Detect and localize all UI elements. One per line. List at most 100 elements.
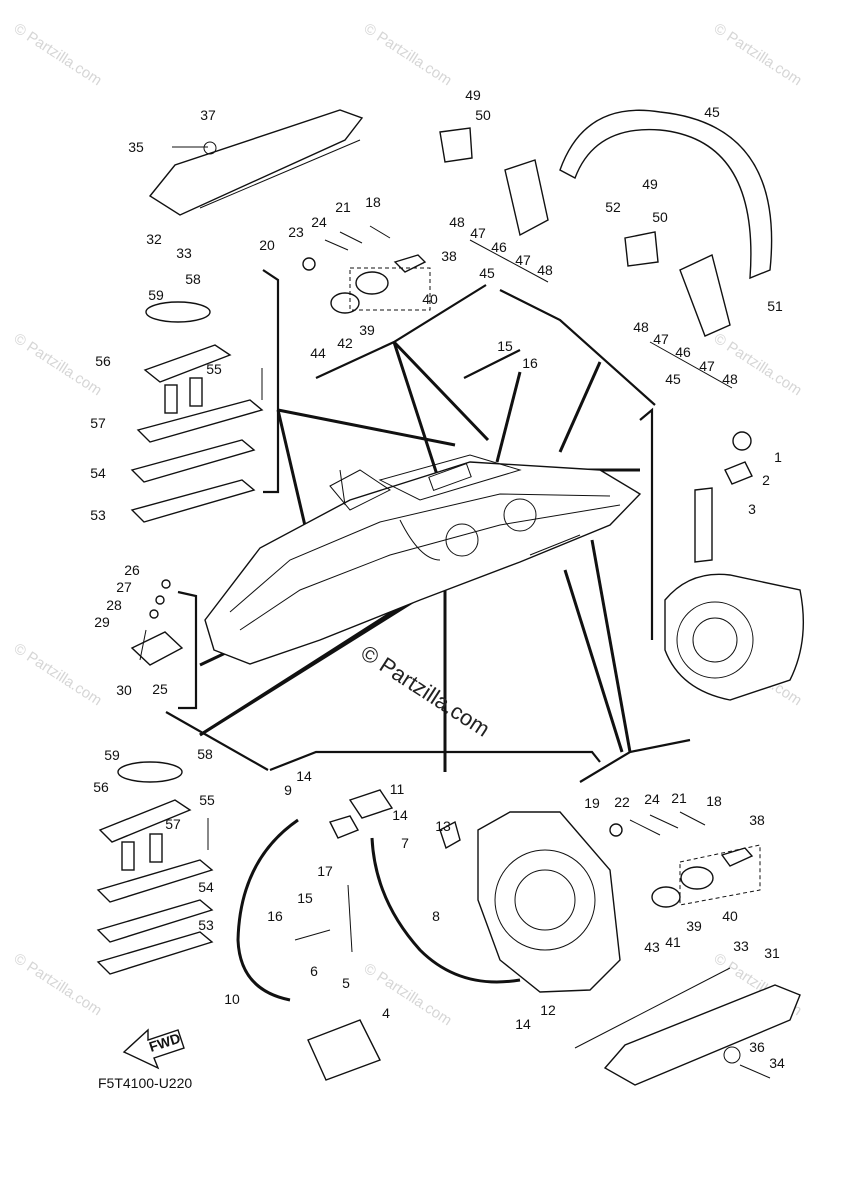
callout-48: 48	[633, 319, 649, 335]
callout-59: 59	[104, 747, 120, 763]
callout-58: 58	[185, 271, 201, 287]
callout-54: 54	[90, 465, 106, 481]
callout-46: 46	[675, 344, 691, 360]
pump-housing-lower	[477, 811, 621, 993]
callout-49: 49	[642, 176, 658, 192]
callout-43: 43	[644, 939, 660, 955]
callout-5: 5	[342, 975, 350, 991]
cleat-assembly-lower-right	[609, 811, 761, 908]
callout-26: 26	[124, 562, 140, 578]
callout-7: 7	[401, 835, 409, 851]
clamp-parts-left	[130, 579, 184, 666]
callout-3: 3	[748, 501, 756, 517]
callout-32: 32	[146, 231, 162, 247]
callout-36: 36	[749, 1039, 765, 1055]
callout-51: 51	[767, 298, 783, 314]
callout-30: 30	[116, 682, 132, 698]
callout-13: 13	[435, 818, 451, 834]
callout-52: 52	[605, 199, 621, 215]
callout-57: 57	[90, 415, 106, 431]
callout-50: 50	[652, 209, 668, 225]
callout-39: 39	[359, 322, 375, 338]
callout-39: 39	[686, 918, 702, 934]
diagram-code: F5T4100-U220	[98, 1075, 193, 1091]
callout-38: 38	[749, 812, 765, 828]
callout-22: 22	[614, 794, 630, 810]
grab-handle	[439, 109, 773, 389]
callout-23: 23	[288, 224, 304, 240]
callout-24: 24	[311, 214, 327, 230]
callout-33: 33	[733, 938, 749, 954]
callout-37: 37	[200, 107, 216, 123]
watercraft-hull	[204, 454, 642, 665]
callout-56: 56	[95, 353, 111, 369]
rail-lower-right	[574, 967, 801, 1086]
callout-4: 4	[382, 1005, 390, 1021]
callout-56: 56	[93, 779, 109, 795]
callout-8: 8	[432, 908, 440, 924]
callout-17: 17	[317, 863, 333, 879]
cleat-assembly-upper	[302, 225, 431, 314]
callout-49: 49	[465, 87, 481, 103]
callout-38: 38	[441, 248, 457, 264]
callout-55: 55	[199, 792, 215, 808]
callout-19: 19	[584, 795, 600, 811]
callout-57: 57	[165, 816, 181, 832]
callout-1: 1	[774, 449, 782, 465]
callout-9: 9	[284, 782, 292, 798]
callout-47: 47	[470, 225, 486, 241]
callout-45: 45	[704, 104, 720, 120]
callout-11: 11	[390, 781, 405, 797]
callout-29: 29	[94, 614, 110, 630]
callout-55: 55	[206, 361, 222, 377]
callout-15: 15	[297, 890, 313, 906]
callout-2: 2	[762, 472, 770, 488]
callout-40: 40	[422, 291, 438, 307]
callout-15: 15	[497, 338, 513, 354]
callout-54: 54	[198, 879, 214, 895]
rail-upper-left	[148, 109, 364, 216]
cleat-set-lower-left	[96, 761, 214, 975]
callout-53: 53	[198, 917, 214, 933]
callout-50: 50	[475, 107, 491, 123]
pointer-arrows	[199, 340, 640, 772]
callout-14: 14	[515, 1016, 531, 1032]
callout-6: 6	[310, 963, 318, 979]
callout-47: 47	[699, 358, 715, 374]
callout-45: 45	[665, 371, 681, 387]
callout-58: 58	[197, 746, 213, 762]
callout-24: 24	[644, 791, 660, 807]
callout-48: 48	[449, 214, 465, 230]
callout-59: 59	[148, 287, 164, 303]
callout-33: 33	[176, 245, 192, 261]
jet-nozzle-housing	[664, 431, 804, 701]
callout-28: 28	[106, 597, 122, 613]
callout-27: 27	[116, 579, 132, 595]
callout-21: 21	[335, 199, 351, 215]
callout-40: 40	[722, 908, 738, 924]
callout-numbers: 1234567891011121314141415151616171818192…	[90, 87, 785, 1071]
callout-21: 21	[671, 790, 687, 806]
callout-35: 35	[128, 139, 144, 155]
callout-47: 47	[515, 252, 531, 268]
callout-18: 18	[365, 194, 381, 210]
callout-16: 16	[267, 908, 283, 924]
callout-47: 47	[653, 331, 669, 347]
callout-16: 16	[522, 355, 538, 371]
callout-45: 45	[479, 265, 495, 281]
callout-48: 48	[537, 262, 553, 278]
callout-20: 20	[259, 237, 275, 253]
callout-44: 44	[310, 345, 326, 361]
callout-41: 41	[665, 934, 681, 950]
hose-assembly-lower	[236, 789, 521, 1081]
callout-12: 12	[540, 1002, 556, 1018]
cleat-set-upper-left	[130, 301, 264, 523]
callout-25: 25	[152, 681, 168, 697]
fwd-arrow-icon: FWD	[122, 1028, 185, 1070]
callout-48: 48	[722, 371, 738, 387]
callout-53: 53	[90, 507, 106, 523]
callout-34: 34	[769, 1055, 785, 1071]
callout-46: 46	[491, 239, 507, 255]
callout-42: 42	[337, 335, 353, 351]
